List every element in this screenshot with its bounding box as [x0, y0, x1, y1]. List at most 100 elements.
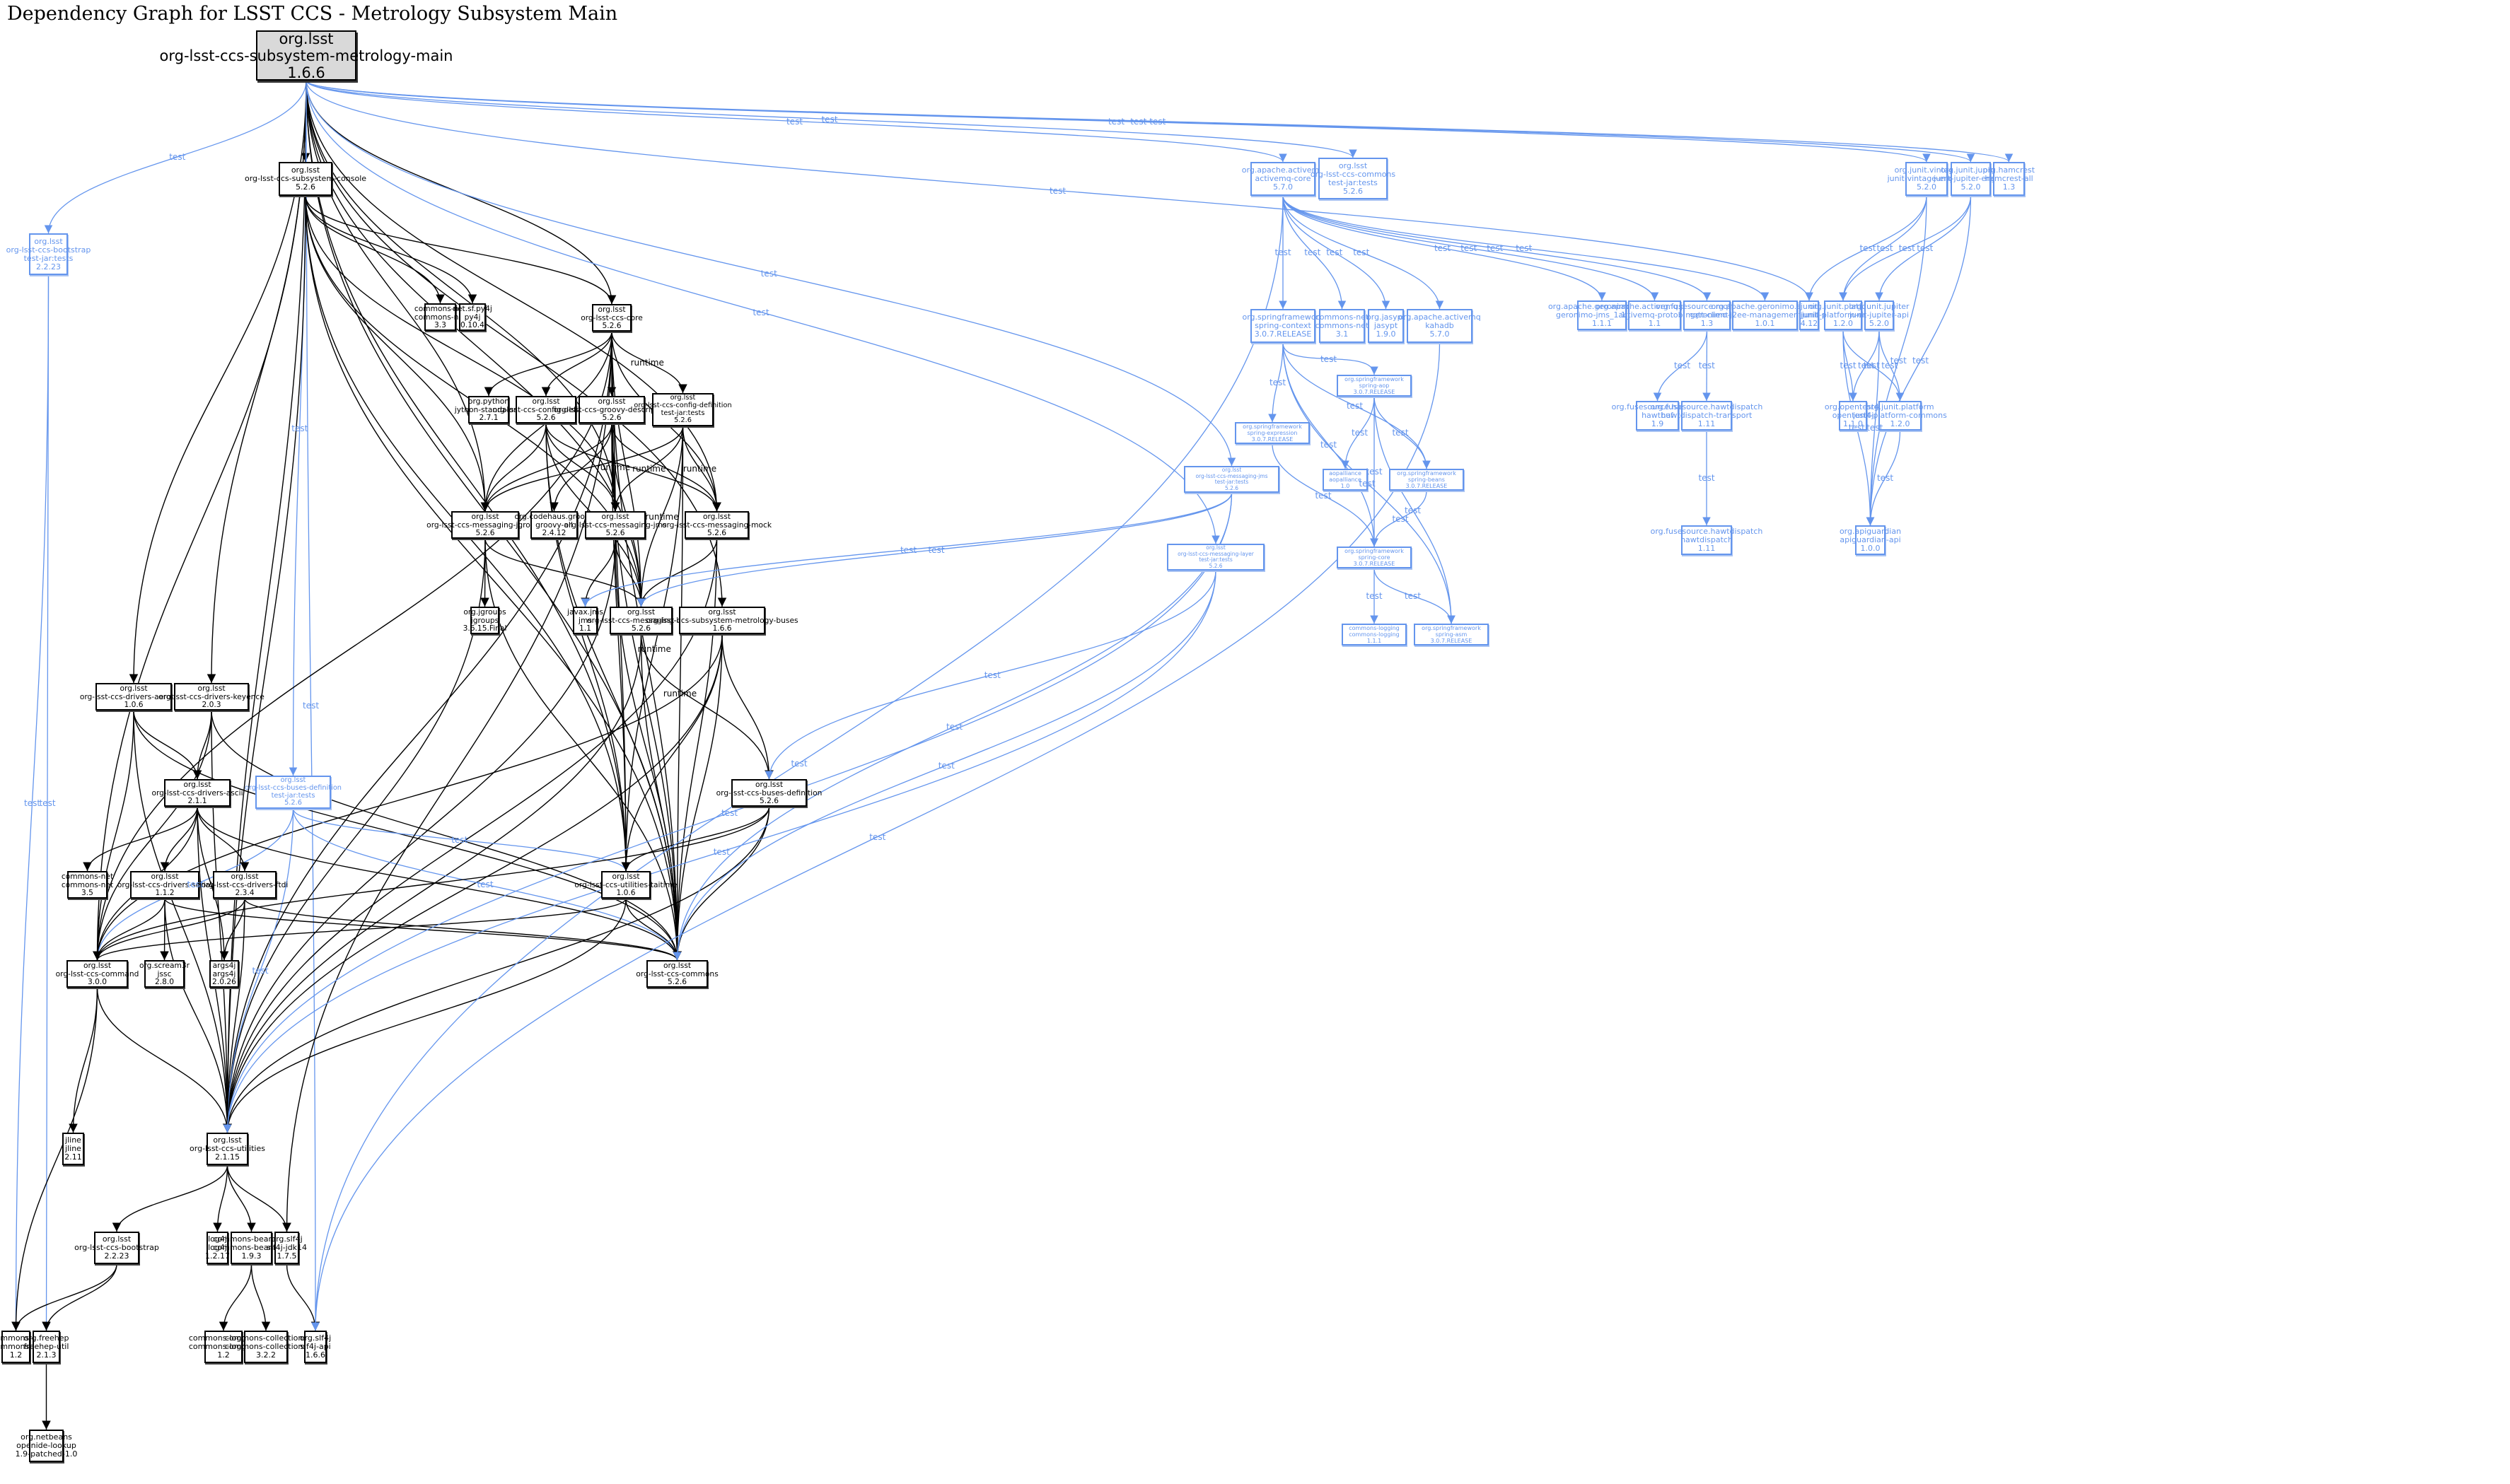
edge-label: test [1487, 243, 1504, 253]
node-label-line: 5.7.0 [1273, 182, 1293, 192]
edge-bootstrap-to-commons-cli [11, 1263, 117, 1331]
edge-main-to-utilities [223, 80, 307, 1133]
node-label-line: jline [65, 1135, 81, 1145]
edge-keyence-to-ccs-commons [211, 710, 682, 961]
edge-metro-buses-to-taitime [621, 633, 723, 872]
edge-aerotech-to-ascii [133, 710, 202, 780]
edge-ftdi-to-args4j [219, 898, 245, 961]
node-label-line: 5.2.6 [475, 528, 495, 538]
node-label-line: hamcrest-all [1985, 174, 2033, 183]
node-label-line: junit [1800, 310, 1818, 320]
edge-msg-jgroups-to-utilities [223, 538, 486, 1133]
node-label-line: 3.0.0 [87, 977, 108, 987]
edge-label: test [928, 544, 945, 555]
edge-label: test [721, 807, 738, 818]
edge-msg-jms-to-msg-layer [615, 538, 646, 607]
edge-label: runtime [632, 464, 666, 474]
node-label-line: 5.2.6 [296, 182, 315, 192]
edge-taitime-to-ccs-commons [625, 898, 682, 961]
node-label-line: org.lsst [197, 684, 226, 693]
node-label-line: commons-logging [188, 1342, 259, 1351]
node-label-line: 2.0.3 [202, 700, 221, 710]
node-label-line: spring-core [1358, 554, 1390, 561]
node-label-line: org-lsst-ccs-utilities-taitime [574, 880, 678, 889]
node-label-line: py4j [464, 312, 481, 322]
edge-utilities-to-bootstrap [112, 1164, 228, 1232]
node-label-line: 2.8.0 [154, 977, 175, 987]
node-label-line: 1.11 [1697, 419, 1716, 428]
